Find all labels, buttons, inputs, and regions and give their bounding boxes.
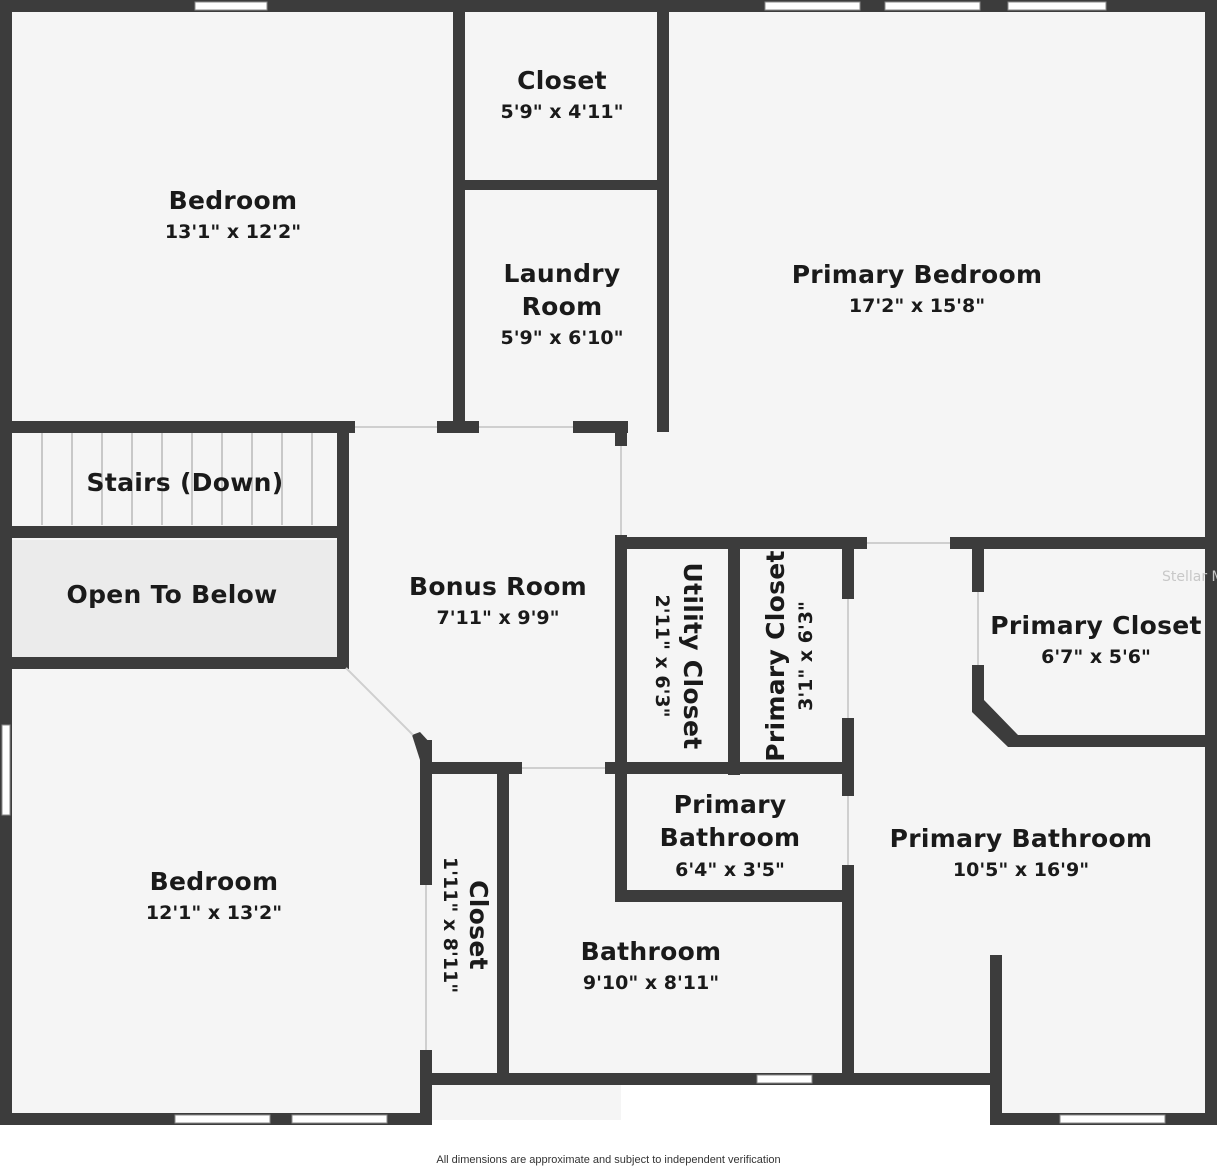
room-name: Open To Below [67,580,278,609]
room-primary-bathroom-small: Primary Bathroom 6'4" x 3'5" [660,790,801,881]
room-name: Bedroom [169,186,298,215]
room-name: Stairs (Down) [87,468,284,497]
disclaimer-text: All dimensions are approximate and subje… [436,1154,781,1166]
room-open-to-below: Open To Below [67,580,278,609]
watermark-text: Stellar M [1162,569,1217,585]
room-name-line1: Primary [674,790,787,819]
room-dimensions: 12'1" x 13'2" [146,902,282,924]
stair-treads [41,433,313,525]
room-name: Utility Closet [678,563,707,750]
walls [0,0,1217,1125]
room-bonus: Bonus Room 7'11" x 9'9" [409,572,587,629]
room-name: Bonus Room [409,572,587,601]
room-dimensions: 6'7" x 5'6" [1041,646,1151,668]
room-stairs: Stairs (Down) [87,468,284,497]
room-dimensions: 6'4" x 3'5" [675,859,785,881]
room-name: Closet [464,880,493,970]
room-name-line2: Bathroom [660,823,801,852]
room-primary-closet: Primary Closet 6'7" x 5'6" [990,611,1202,668]
windows [1,1,1166,1124]
room-bedroom-top: Bedroom 13'1" x 12'2" [165,186,301,243]
room-dimensions: 9'10" x 8'11" [583,972,719,994]
room-bedroom-bottom: Bedroom 12'1" x 13'2" [146,867,282,924]
room-dimensions: 10'5" x 16'9" [953,859,1089,881]
floor-areas [6,6,1211,1120]
room-closet-side: Closet 1'11" x 8'11" [439,857,493,993]
room-primary-closet-small: Primary Closet 3'1" x 6'3" [761,550,817,762]
room-name: Bathroom [581,937,722,966]
room-laundry: Laundry Room 5'9" x 6'10" [500,259,623,349]
room-name-line2: Room [522,292,603,321]
room-primary-bedroom: Primary Bedroom 17'2" x 15'8" [792,260,1043,317]
door-openings [345,426,979,1050]
room-dimensions: 5'9" x 6'10" [500,327,623,349]
room-dimensions: 5'9" x 4'11" [500,101,623,123]
room-name: Primary Closet [990,611,1202,640]
room-utility-closet: Utility Closet 2'11" x 6'3" [651,563,707,750]
room-name: Primary Bedroom [792,260,1043,289]
room-closet-top: Closet 5'9" x 4'11" [500,66,623,123]
room-name-line1: Laundry [503,259,620,288]
room-dimensions: 13'1" x 12'2" [165,221,301,243]
room-name: Closet [517,66,607,95]
room-name: Bedroom [150,867,279,896]
room-dimensions: 2'11" x 6'3" [651,594,673,717]
room-name: Primary Bathroom [890,824,1153,853]
room-dimensions: 7'11" x 9'9" [436,607,559,629]
open-to-below-area [12,540,342,658]
room-bathroom: Bathroom 9'10" x 8'11" [581,937,722,994]
room-primary-bathroom: Primary Bathroom 10'5" x 16'9" [890,824,1153,881]
room-name: Primary Closet [761,550,790,762]
room-dimensions: 3'1" x 6'3" [795,601,817,711]
room-dimensions: 1'11" x 8'11" [439,857,461,993]
room-dimensions: 17'2" x 15'8" [849,295,985,317]
